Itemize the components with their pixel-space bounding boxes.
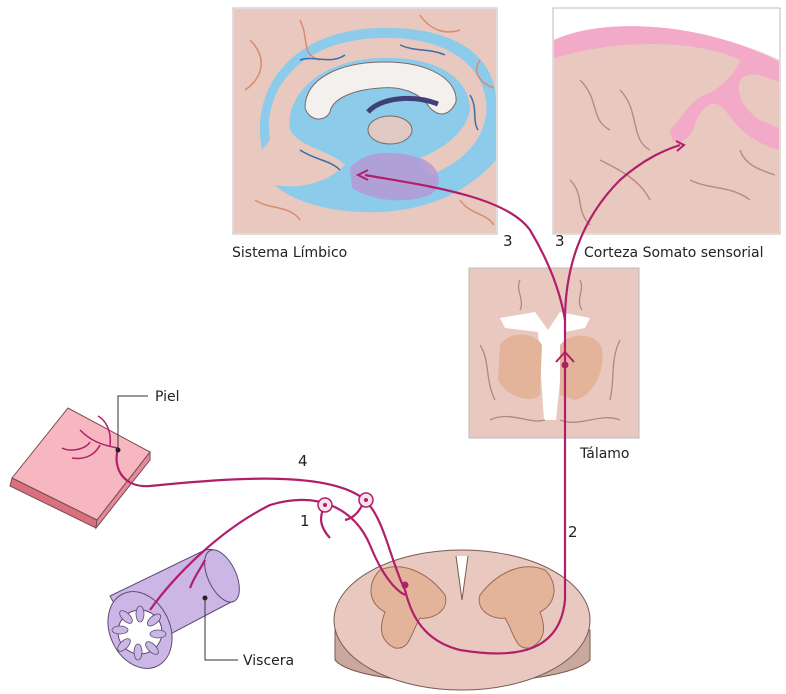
thalamus-synapse [562, 362, 569, 369]
cortex-label: Corteza Somato sensorial [584, 245, 764, 261]
pathway-number-1: 1 [300, 512, 310, 530]
limbic-thalamus [368, 116, 412, 144]
viscera-label: Viscera [243, 653, 294, 669]
somatosensory-cortex-panel [553, 8, 780, 234]
thalamus-label: Tálamo [579, 446, 630, 462]
pathway-number-2: 2 [568, 523, 578, 541]
spinal-cord [334, 550, 590, 690]
pathway-number-3-limbic: 3 [503, 232, 513, 250]
cord-synapse [402, 582, 409, 589]
pathway-number-4: 4 [298, 452, 308, 470]
viscera-tube [96, 545, 247, 679]
thalamus-panel [469, 268, 639, 438]
skin-patch [10, 408, 150, 528]
limbic-system-label: Sistema Límbico [232, 245, 347, 261]
fiber-4-skin [117, 448, 405, 590]
limbic-system-panel [233, 8, 497, 234]
pathway-number-3-cortex: 3 [555, 232, 565, 250]
skin-label: Piel [155, 389, 180, 405]
